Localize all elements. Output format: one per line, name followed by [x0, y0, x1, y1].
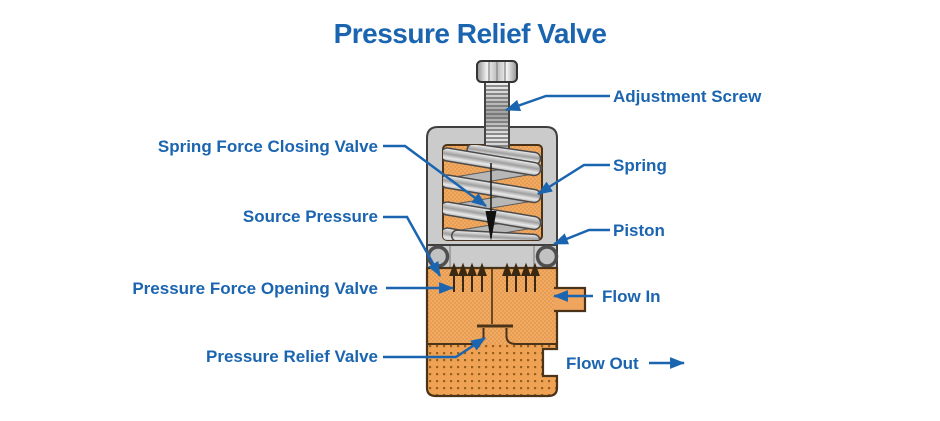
- adjustment-screw-pointer: [504, 94, 610, 112]
- label-spring: Spring: [613, 156, 667, 175]
- label-pressure-force-opening-valve: Pressure Force Opening Valve: [132, 279, 378, 298]
- piston-oring-left: [426, 245, 450, 268]
- label-piston: Piston: [613, 221, 665, 240]
- label-source-pressure: Source Pressure: [242, 207, 378, 226]
- pressure-up-arrows: [449, 262, 540, 292]
- spring-force-down-arrow: [485, 163, 497, 241]
- black-up-arrow-icon: [458, 262, 468, 292]
- black-up-arrow-icon: [467, 262, 477, 292]
- black-up-arrow-icon: [530, 262, 540, 292]
- flow-in-port: [554, 286, 587, 313]
- spring-pointer: [537, 163, 610, 196]
- pressure-relief-pointer: [383, 336, 486, 359]
- black-up-arrow-icon: [511, 262, 521, 292]
- outlet-chamber-region: [427, 344, 557, 396]
- black-up-arrow-icon: [477, 262, 487, 292]
- label-pressure-relief-valve: Pressure Relief Valve: [205, 347, 378, 366]
- label-flow-in: Flow In: [602, 287, 661, 306]
- piston-oring-right: [535, 245, 559, 268]
- valve-body: [425, 266, 587, 398]
- black-up-arrow-icon: [502, 262, 512, 292]
- label-spring-force-closing-valve: Spring Force Closing Valve: [157, 137, 378, 156]
- label-adjustment-screw: Adjustment Screw: [613, 87, 762, 106]
- source-pressure-pointer: [383, 215, 442, 277]
- black-up-arrow-icon: [521, 262, 531, 292]
- pointer-lines: [383, 94, 686, 369]
- piston-assembly: [426, 244, 559, 269]
- page-title: Pressure Relief Valve: [333, 18, 607, 49]
- label-flow-out: Flow Out: [566, 354, 639, 373]
- piston-pointer: [553, 228, 610, 246]
- spring-force-pointer: [383, 144, 487, 208]
